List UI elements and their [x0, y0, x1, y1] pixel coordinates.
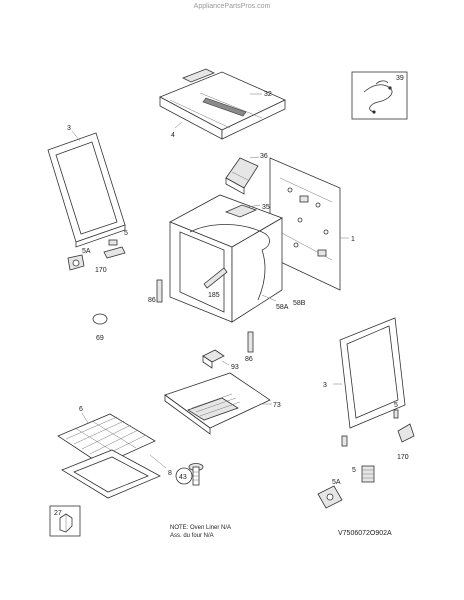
callout-5a-left: 5A — [82, 248, 91, 255]
part-27-inset[interactable] — [49, 505, 81, 537]
vent-duct-part[interactable] — [225, 157, 259, 195]
diagram-code: V7506072O902A — [338, 530, 392, 537]
callout-69: 69 — [96, 335, 104, 342]
callout-185: 185 — [208, 292, 220, 299]
callout-5-right-top: 5 — [394, 402, 398, 409]
callout-170-left: 170 — [95, 267, 107, 274]
callout-170-right: 170 — [397, 454, 409, 461]
bottom-panel-part[interactable] — [164, 372, 271, 435]
callout-1: 1 — [351, 236, 355, 243]
callout-32: 32 — [264, 91, 272, 98]
callout-5a-right: 5A — [332, 479, 341, 486]
leveling-leg-part[interactable] — [188, 463, 204, 486]
callout-58b: 58B — [293, 300, 306, 307]
callout-93: 93 — [231, 364, 239, 371]
callout-3-left: 3 — [67, 125, 71, 132]
callout-43-circle — [175, 467, 193, 485]
note-line-1: NOTE: Oven Liner N/A — [170, 525, 232, 531]
callout-36: 36 — [260, 153, 268, 160]
callout-58a: 58A — [276, 304, 289, 311]
oven-cavity-body[interactable] — [169, 194, 283, 323]
hinge-receptacle-detail[interactable] — [317, 465, 375, 509]
side-bracket-upper[interactable] — [156, 279, 163, 303]
callout-73: 73 — [273, 402, 281, 409]
oven-door-right[interactable] — [339, 317, 406, 429]
oven-liner-note: NOTE: Oven Liner N/A Ass. du four N/A — [170, 524, 231, 540]
callout-4: 4 — [171, 132, 175, 139]
oven-door-left[interactable] — [47, 132, 126, 248]
light-lens-part[interactable] — [92, 313, 108, 325]
callout-39: 39 — [396, 75, 404, 82]
callout-86-upper: 86 — [148, 297, 156, 304]
broiler-pan-part[interactable] — [61, 449, 161, 499]
callout-3-right: 3 — [323, 382, 327, 389]
bracket-93-part[interactable] — [202, 349, 225, 369]
callout-43: 43 — [179, 474, 187, 481]
hinge-right[interactable] — [341, 409, 415, 447]
note-line-2: Ass. du four N/A — [170, 533, 214, 539]
callout-86-lower: 86 — [245, 356, 253, 363]
callout-6: 6 — [79, 406, 83, 413]
callout-8: 8 — [168, 470, 172, 477]
callout-27: 27 — [54, 510, 62, 517]
callout-5-left: 5 — [124, 230, 128, 237]
top-panel-part[interactable] — [159, 68, 286, 140]
hinge-left[interactable] — [67, 239, 126, 271]
callout-5-right: 5 — [352, 467, 356, 474]
wire-harness-inset[interactable] — [351, 71, 408, 120]
back-panel-part[interactable] — [269, 157, 341, 291]
side-bracket-lower[interactable] — [247, 331, 254, 353]
callout-35: 35 — [262, 204, 270, 211]
watermark-text: AppliancePartsPros.com — [193, 3, 271, 10]
